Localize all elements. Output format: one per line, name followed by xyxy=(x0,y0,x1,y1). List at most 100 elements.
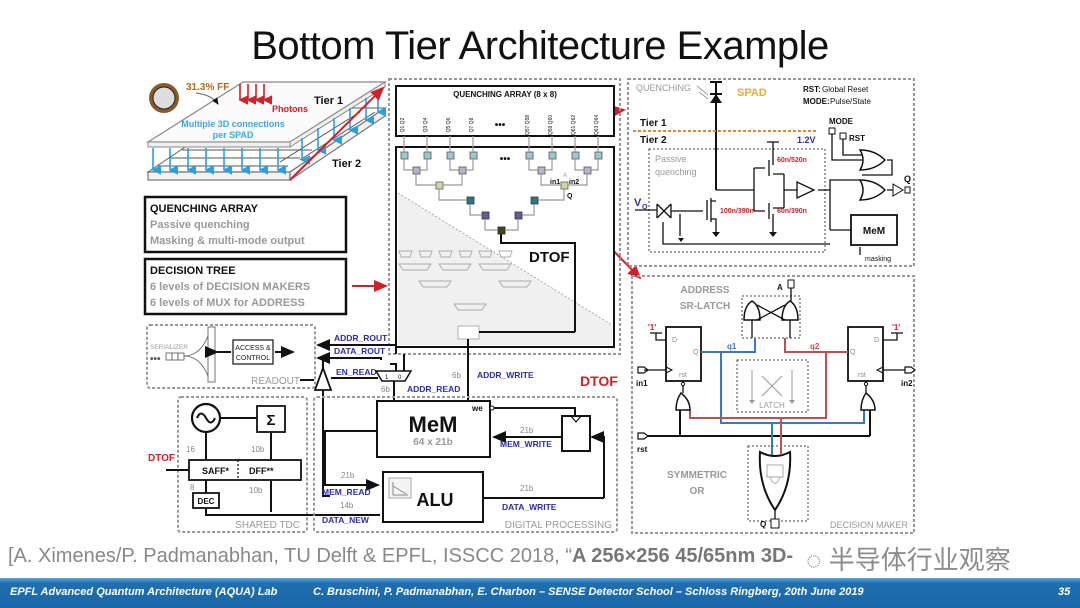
svg-text:LATCH: LATCH xyxy=(759,401,785,410)
svg-text:QUENCHING: QUENCHING xyxy=(636,83,691,93)
footer-lab: EPFL Advanced Quantum Architecture (AQUA… xyxy=(10,586,278,598)
svg-text:quenching: quenching xyxy=(655,167,697,177)
svg-text:1: 1 xyxy=(385,375,389,381)
photons-label: Photons xyxy=(272,104,308,114)
svg-text:QUENCHING ARRAY (8 x 8): QUENCHING ARRAY (8 x 8) xyxy=(453,90,557,99)
svg-text:MeM: MeM xyxy=(863,226,885,237)
svg-text:0: 0 xyxy=(398,375,402,381)
svg-text:rst: rst xyxy=(637,445,648,454)
tier1-label: Tier 1 xyxy=(314,95,343,107)
svg-text:D: D xyxy=(672,337,677,344)
dtof-input-label: DTOF xyxy=(148,453,175,464)
svg-text:ADDRESS: ADDRESS xyxy=(681,285,730,296)
svg-text:60n/390n: 60n/390n xyxy=(777,208,807,215)
svg-text:RST:: RST: xyxy=(803,85,821,94)
svg-text:D: D xyxy=(874,337,879,344)
svg-text:21b: 21b xyxy=(520,426,534,435)
svg-text:Global Reset: Global Reset xyxy=(822,85,869,94)
svg-text:OR: OR xyxy=(690,486,706,497)
addr-rout-label: ADDR_ROUT xyxy=(334,333,388,343)
svg-text:Q63 Q64: Q63 Q64 xyxy=(594,115,600,136)
addr-mux xyxy=(374,370,413,382)
svg-text:ACCESS &: ACCESS & xyxy=(235,345,271,352)
svg-text:16: 16 xyxy=(186,445,195,454)
mem-write-label: MEM_WRITE xyxy=(500,439,552,449)
svg-text:6b: 6b xyxy=(381,385,390,394)
svg-text:Q7 Q8: Q7 Q8 xyxy=(469,117,475,132)
fill-factor-label: 31.3% FF xyxy=(186,82,229,93)
data-new-label: DATA_NEW xyxy=(322,515,370,525)
connections-label-2: per SPAD xyxy=(213,130,254,140)
svg-text:DIGITAL PROCESSING: DIGITAL PROCESSING xyxy=(505,520,612,531)
svg-text:Q1 Q2: Q1 Q2 xyxy=(400,117,406,132)
svg-text:64 x 21b: 64 x 21b xyxy=(413,437,452,448)
svg-text:Q: Q xyxy=(904,174,911,184)
svg-text:we: we xyxy=(471,404,483,413)
footer-event: C. Bruschini, P. Padmanabhan, E. Charbon… xyxy=(313,586,864,598)
mem-read-label: MEM_READ xyxy=(322,487,371,497)
svg-text:Q59 Q60: Q59 Q60 xyxy=(548,115,554,136)
connections-label-1: Multiple 3D connections xyxy=(181,119,285,129)
digital-processing-block: MeM 64 x 21b we 21b MEM_WRITE 21b MEM_RE… xyxy=(313,396,618,533)
svg-text:100n/390n: 100n/390n xyxy=(720,208,754,215)
readout-block: SERIALIZER ••• ACCESS & CONTROL READOUT xyxy=(146,324,316,389)
svg-text:6 levels of DECISION MAKERS: 6 levels of DECISION MAKERS xyxy=(150,281,310,293)
svg-text:8: 8 xyxy=(190,483,195,492)
svg-text:Tier 1: Tier 1 xyxy=(640,118,667,129)
info-box-quenching: QUENCHING ARRAY Passive quenching Maskin… xyxy=(143,195,348,254)
svg-text:masking: masking xyxy=(865,256,891,263)
svg-text:•••: ••• xyxy=(500,154,511,165)
svg-text:DECISION MAKER: DECISION MAKER xyxy=(830,520,909,530)
tiers-figure: 31.3% FF Photons Tier 1 Tier 2 Multiple … xyxy=(145,81,388,182)
page-number: 35 xyxy=(1058,586,1071,598)
info-box-decision-tree: DECISION TREE 6 levels of DECISION MAKER… xyxy=(143,257,348,316)
svg-text:DFF**: DFF** xyxy=(249,466,274,476)
svg-text:q1: q1 xyxy=(727,342,737,351)
svg-text:Masking & multi-mode output: Masking & multi-mode output xyxy=(150,235,305,247)
svg-text:q2: q2 xyxy=(810,342,820,351)
readout-buffer xyxy=(313,365,333,391)
svg-text:SAFF*: SAFF* xyxy=(202,466,229,476)
svg-text:21b: 21b xyxy=(520,484,534,493)
svg-text:Passive quenching: Passive quenching xyxy=(150,219,250,231)
svg-text:QUENCHING ARRAY: QUENCHING ARRAY xyxy=(150,203,259,215)
svg-text:Q: Q xyxy=(567,193,573,200)
footer-bar: EPFL Advanced Quantum Architecture (AQUA… xyxy=(0,578,1080,608)
watermark-text: 半导体行业观察 xyxy=(828,545,1011,575)
svg-text:SR-LATCH: SR-LATCH xyxy=(680,301,730,312)
svg-text:DEC: DEC xyxy=(198,497,215,506)
svg-text:14b: 14b xyxy=(340,501,354,510)
svg-text:CONTROL: CONTROL xyxy=(236,355,270,362)
citation-title: A 256×256 45/65nm 3D- xyxy=(571,545,794,567)
svg-text:rst: rst xyxy=(679,372,687,379)
svg-text:Q5 Q6: Q5 Q6 xyxy=(446,117,452,132)
addr-write-label: ADDR_WRITE xyxy=(477,370,534,380)
svg-text:10b: 10b xyxy=(249,486,263,495)
svg-text:6 levels of MUX for ADDRESS: 6 levels of MUX for ADDRESS xyxy=(150,297,305,309)
citation: [A. Ximenes/P. Padmanabhan, TU Delft & E… xyxy=(8,545,793,568)
addr-read-label: ADDR_READ xyxy=(407,384,460,394)
svg-text:10b: 10b xyxy=(251,445,265,454)
alu-title: ALU xyxy=(417,490,454,510)
svg-text:A: A xyxy=(777,283,783,292)
svg-text:Passive: Passive xyxy=(655,154,687,164)
wechat-icon: ◌ xyxy=(806,545,822,575)
svg-text:V: V xyxy=(634,197,642,209)
svg-text:Pulse/State: Pulse/State xyxy=(830,97,871,106)
svg-text:•••: ••• xyxy=(150,354,161,365)
svg-text:'1': '1' xyxy=(648,323,656,332)
svg-text:A: A xyxy=(563,173,567,179)
tier2-label: Tier 2 xyxy=(332,158,361,170)
slide-title: Bottom Tier Architecture Example xyxy=(251,24,829,68)
svg-text:SHARED TDC: SHARED TDC xyxy=(235,520,300,531)
svg-text:SERIALIZER: SERIALIZER xyxy=(150,344,188,351)
svg-text:Q: Q xyxy=(760,520,766,529)
svg-text:DECISION TREE: DECISION TREE xyxy=(150,265,236,277)
svg-text:1.2V: 1.2V xyxy=(797,135,816,145)
mem-title: MeM xyxy=(409,412,458,437)
dtof-label-red: DTOF xyxy=(580,373,618,389)
svg-text:Tier 2: Tier 2 xyxy=(640,135,667,146)
svg-text:in1: in1 xyxy=(550,179,560,186)
svg-text:•••: ••• xyxy=(495,120,506,131)
